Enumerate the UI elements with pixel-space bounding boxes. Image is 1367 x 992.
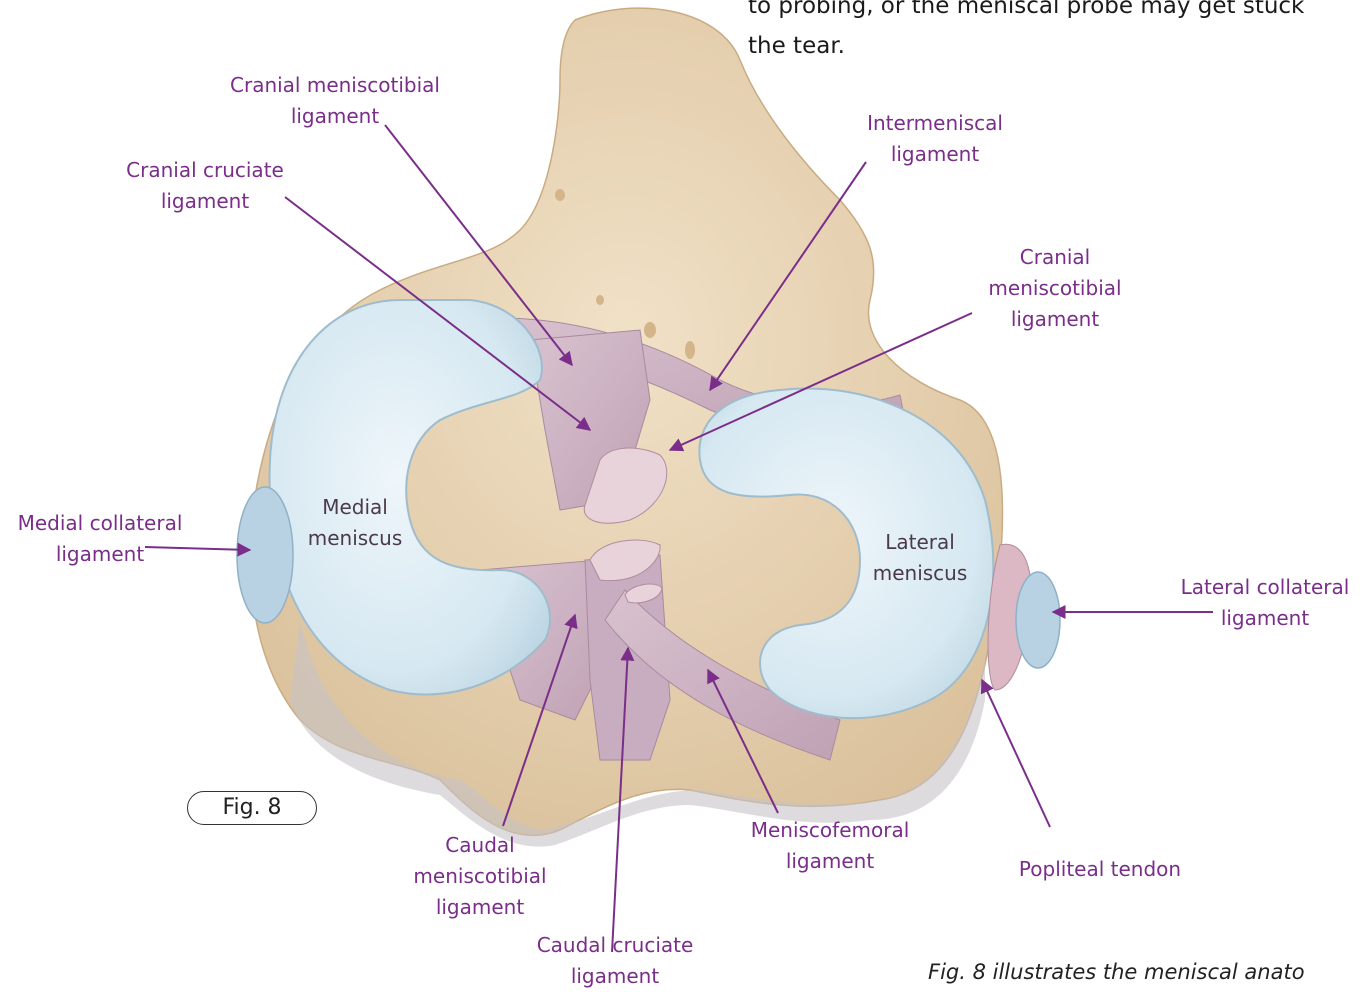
label-medial-collateral: Medial collateral ligament [0,508,200,570]
label-cranial-meniscotibial-left: Cranial meniscotibial ligament [205,70,465,132]
bone-pit-4 [555,189,565,201]
label-lateral-meniscus: Lateral meniscus [845,527,995,589]
figure-badge: Fig. 8 [187,791,317,825]
bone-pit-1 [596,295,604,305]
body-text-line2: the tear. [748,30,845,62]
label-popliteal: Popliteal tendon [1000,854,1200,885]
bone-pit-2 [644,322,656,338]
label-cranial-cruciate: Cranial cruciate ligament [95,155,315,217]
label-cranial-meniscotibial-right: Cranial meniscotibial ligament [960,242,1150,335]
figure-caption: Fig. 8 illustrates the meniscal anato [928,960,1305,984]
lateral-collateral-ligament [1016,572,1060,668]
label-caudal-cruciate: Caudal cruciate ligament [500,930,730,992]
label-meniscofemoral: Meniscofemoral ligament [730,815,930,877]
label-medial-meniscus: Medial meniscus [280,492,430,554]
label-lateral-collateral: Lateral collateral ligament [1165,572,1365,634]
bone-pit-3 [685,341,695,359]
arrow-popliteal [982,680,1050,827]
label-caudal-meniscotibial: Caudal meniscotibial ligament [400,830,560,923]
body-text-line1: to probing, or the meniscal probe may ge… [748,0,1304,22]
label-intermeniscal: Intermeniscal ligament [840,108,1030,170]
